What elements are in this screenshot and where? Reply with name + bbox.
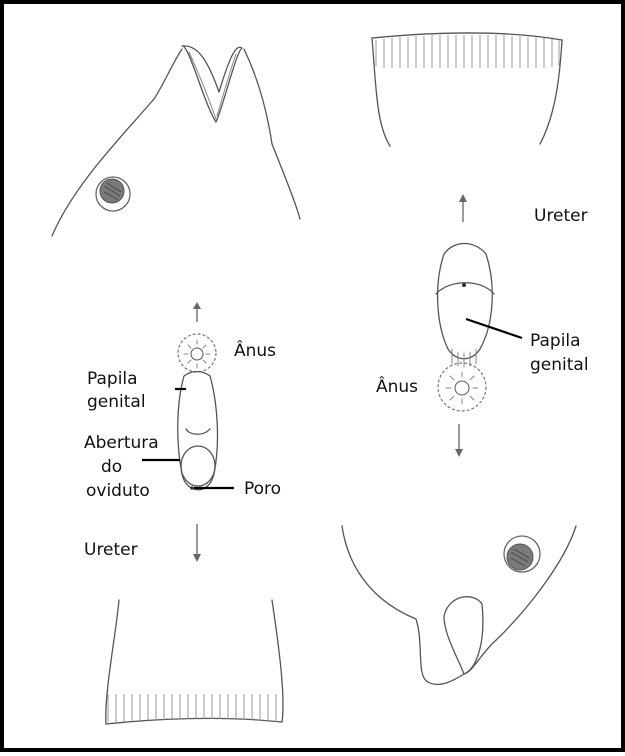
left-papila-label-line2: genital <box>87 391 146 413</box>
left-abertura-label-line1: Abertura <box>84 432 159 454</box>
right-genital-papilla <box>436 244 494 368</box>
left-arrow-down <box>193 524 201 562</box>
left-anus-icon <box>178 334 216 372</box>
right-bottom-body-outline <box>342 526 576 684</box>
left-bottom-ureter-structure <box>106 600 283 724</box>
left-top-body-outline <box>52 46 300 236</box>
left-arrow-up <box>193 302 201 322</box>
right-arrow-down <box>455 424 463 457</box>
left-ureter-label: Ureter <box>84 539 138 561</box>
left-papila-label-line1: Papila <box>87 368 138 390</box>
right-top-ureter-structure <box>372 33 562 146</box>
right-anus-label: Ânus <box>376 376 418 398</box>
left-abertura-label-line2: do <box>101 456 122 478</box>
right-papila-label-line1: Papila <box>530 330 581 352</box>
right-anus-icon <box>438 363 486 411</box>
right-papila-label-line2: genital <box>530 354 589 376</box>
right-eye-icon <box>504 536 540 572</box>
right-ureter-label: Ureter <box>534 205 588 227</box>
left-anus-label: Ânus <box>234 340 276 362</box>
right-arrow-up <box>459 194 467 222</box>
left-eye-icon <box>96 177 130 211</box>
right-pointer-line <box>466 319 522 338</box>
left-poro-label: Poro <box>244 478 281 500</box>
left-abertura-label-line3: oviduto <box>86 480 150 502</box>
